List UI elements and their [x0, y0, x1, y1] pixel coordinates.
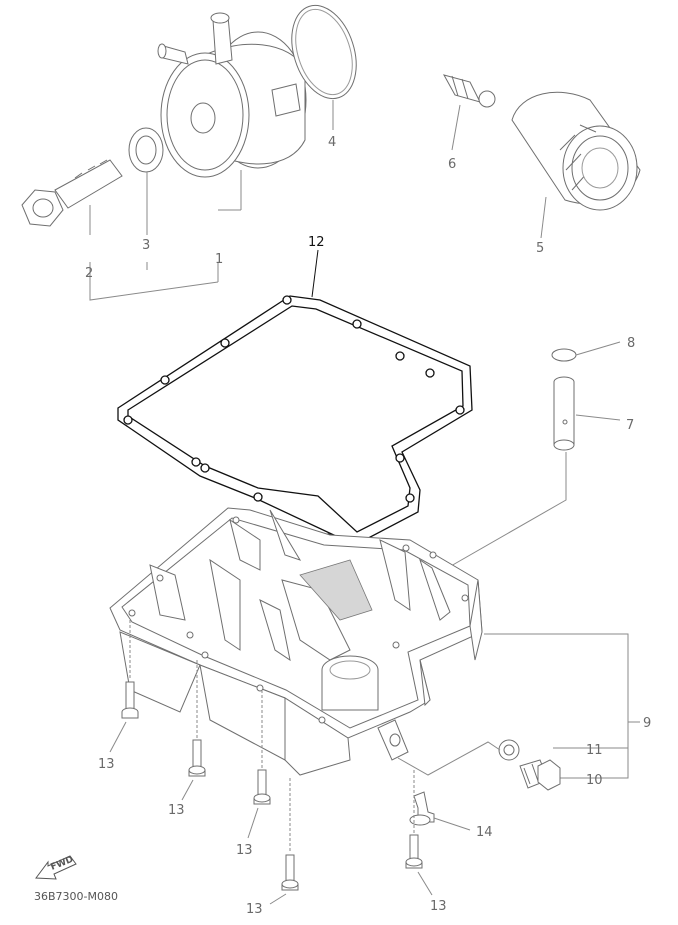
- pan-bolt: [188, 739, 206, 777]
- pan-bolt: [281, 854, 299, 891]
- callout-12: 12: [308, 235, 325, 250]
- pan-bolt: [405, 834, 423, 869]
- callout-13: 13: [98, 757, 115, 772]
- callout-4: 4: [328, 135, 336, 150]
- upper-leader-lines: [89, 100, 547, 301]
- strainer-o-ring: [551, 348, 577, 362]
- callout-2: 2: [85, 266, 93, 281]
- oil-pan: [109, 507, 483, 776]
- callout-14: 14: [476, 825, 493, 840]
- callout-7: 7: [626, 418, 634, 433]
- drain-bolt: [519, 759, 561, 791]
- callout-9: 9: [643, 716, 651, 731]
- oil-filter: [511, 91, 641, 211]
- diagram-code: 36B7300-M080: [34, 890, 118, 903]
- callout-13: 13: [430, 899, 447, 914]
- callout-5: 5: [536, 241, 544, 256]
- bolt-alignment-lines: [109, 620, 433, 905]
- pan-bolt: [121, 681, 139, 719]
- strainer: [553, 376, 575, 451]
- forward-arrow-icon: FWD: [35, 855, 77, 880]
- callout-13: 13: [236, 843, 253, 858]
- callout-6: 6: [448, 157, 456, 172]
- oil-pan-gasket: [117, 295, 473, 546]
- oil-cooler: [157, 12, 307, 178]
- callout-13: 13: [246, 902, 263, 917]
- pan-bolt: [253, 769, 271, 805]
- cooler-washer: [128, 127, 164, 173]
- callout-3: 3: [142, 238, 150, 253]
- callout-13: 13: [168, 803, 185, 818]
- drain-bolt-washer: [498, 739, 520, 761]
- drain-fitting: [442, 74, 496, 108]
- callout-11: 11: [586, 743, 603, 758]
- union-bolt: [21, 159, 123, 227]
- callout-10: 10: [586, 773, 603, 788]
- callout-1: 1: [215, 252, 223, 267]
- callout-8: 8: [627, 336, 635, 351]
